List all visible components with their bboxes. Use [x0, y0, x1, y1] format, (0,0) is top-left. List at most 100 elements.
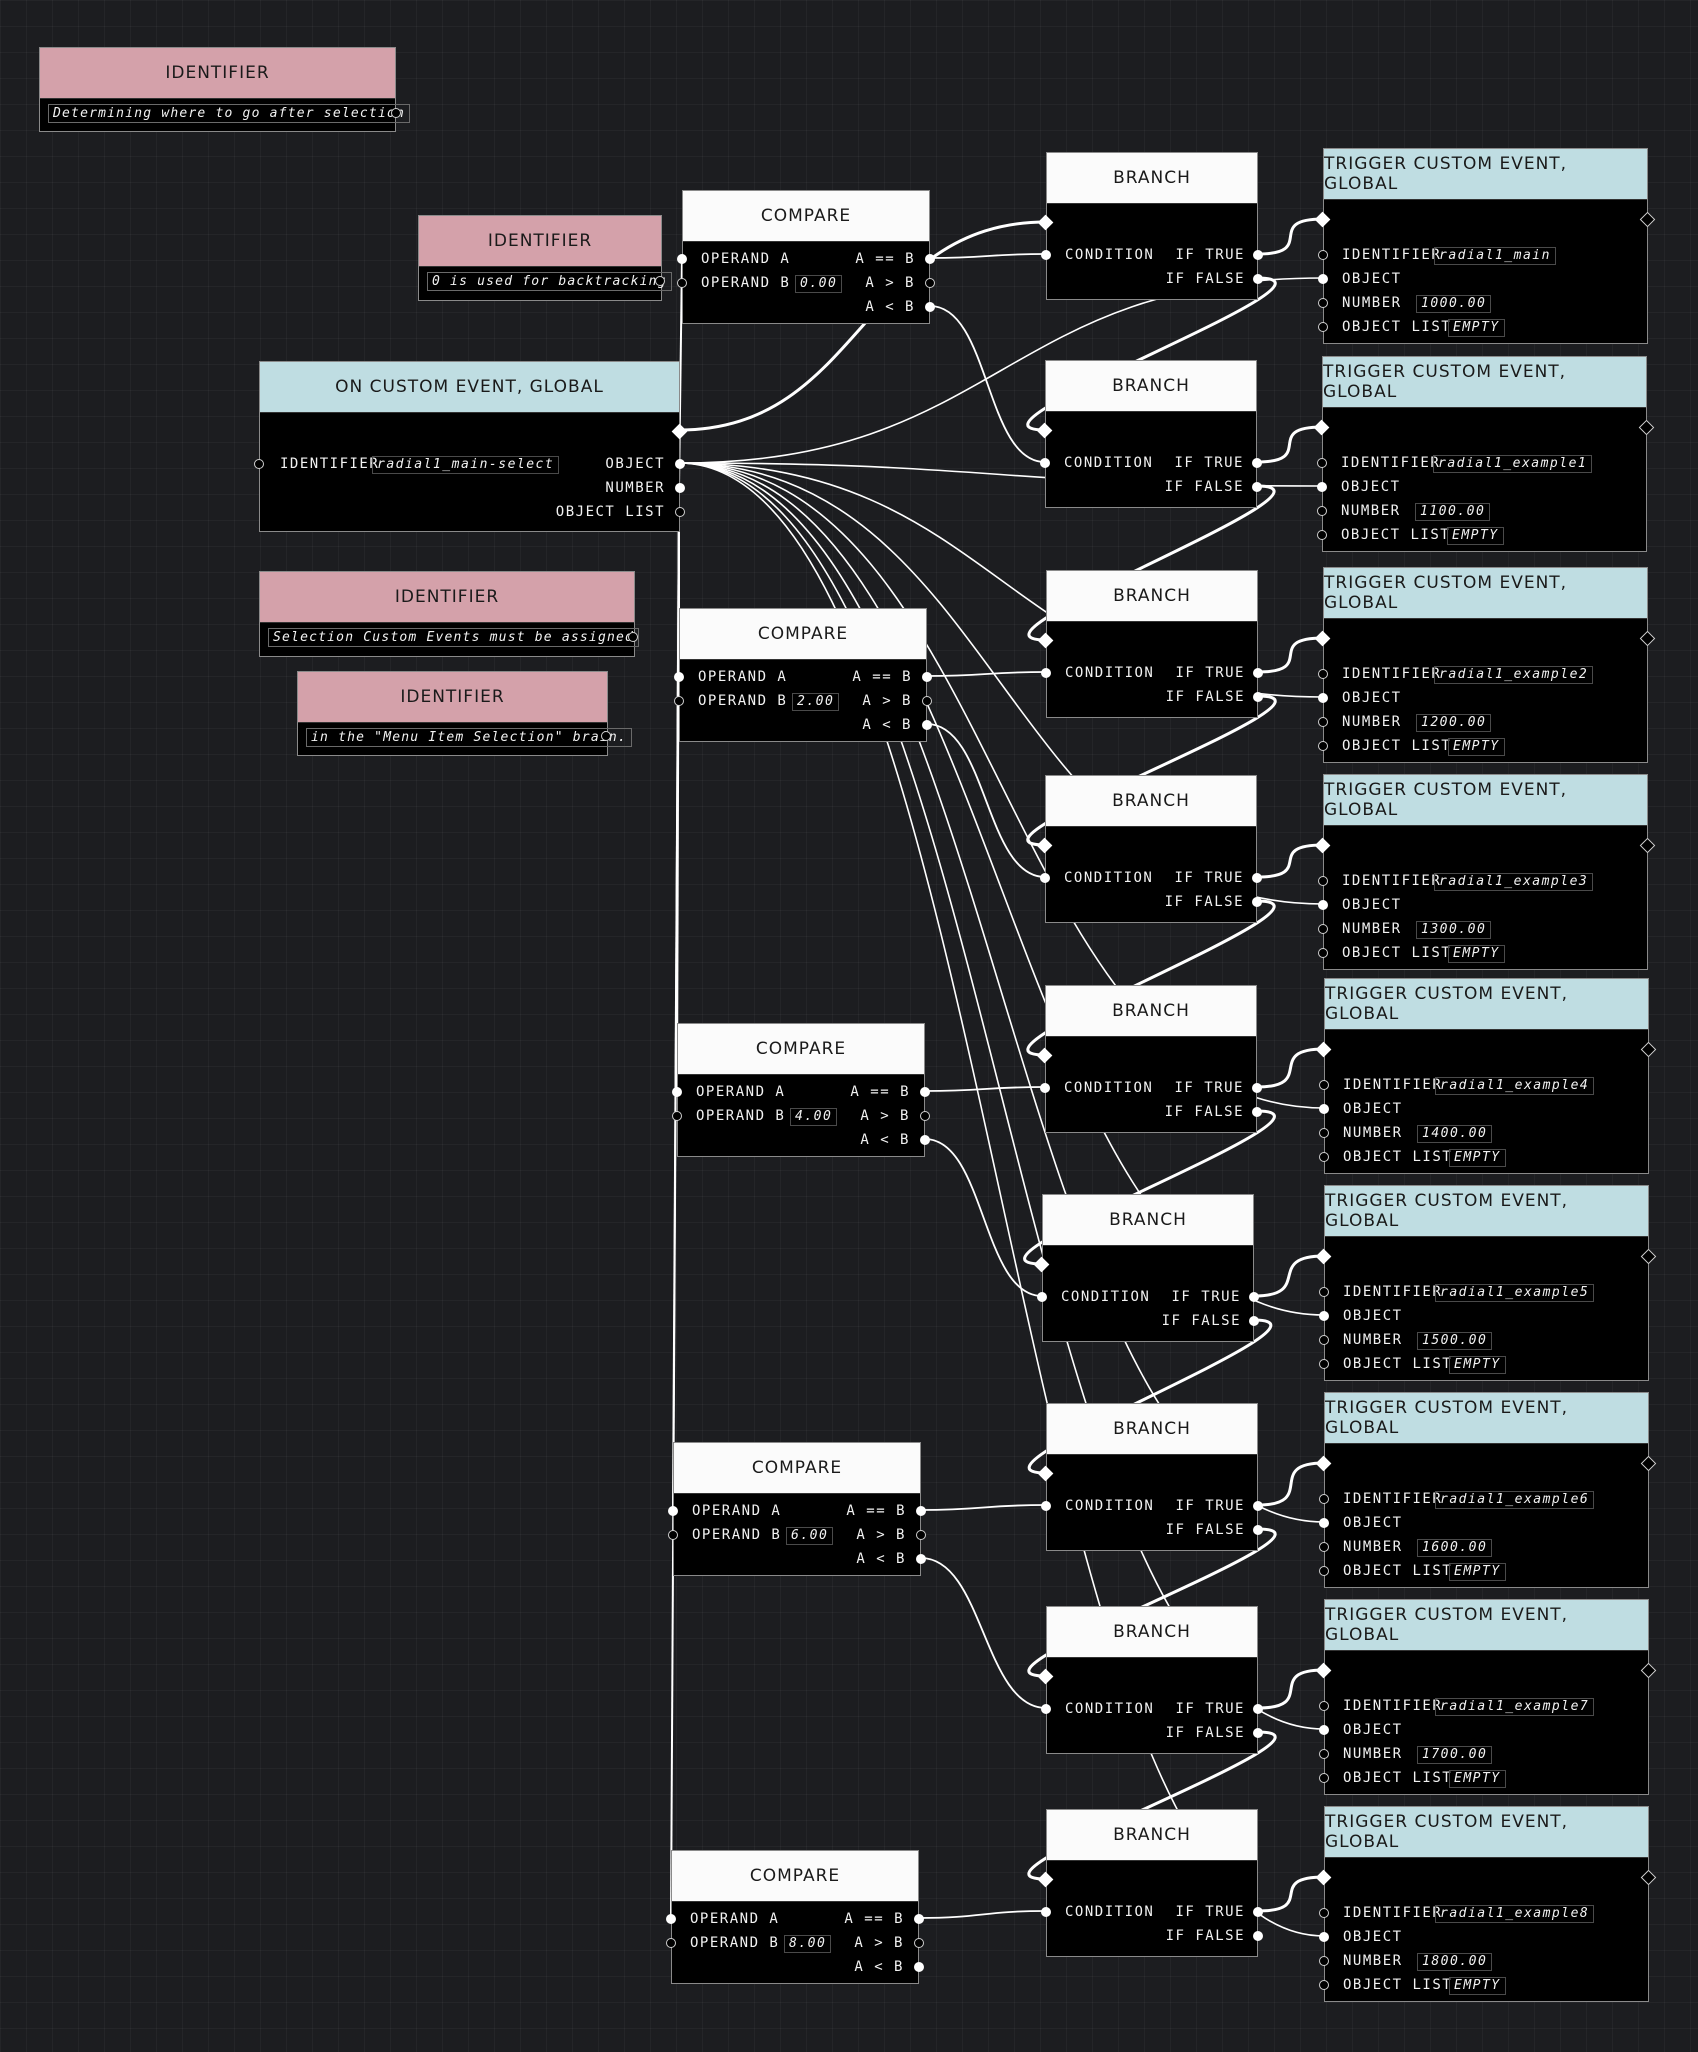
gt-output-port[interactable]	[916, 1530, 926, 1540]
object-list-input-port[interactable]	[1319, 1980, 1329, 1990]
object-list-output-port[interactable]	[675, 507, 685, 517]
condition-input-port[interactable]	[1037, 1292, 1047, 1302]
if-true-output-port[interactable]	[1249, 1292, 1259, 1302]
operand-a-input-port[interactable]	[674, 672, 684, 682]
lt-output-port[interactable]	[916, 1554, 926, 1564]
exec-input-port[interactable]	[1036, 837, 1053, 854]
number-value[interactable]: 1600.00	[1417, 1539, 1493, 1557]
number-input-port[interactable]	[1318, 298, 1328, 308]
identifier-note-text[interactable]: 0 is used for backtracking	[427, 272, 672, 291]
identifier-input-port[interactable]	[1318, 250, 1328, 260]
operand-b-input-port[interactable]	[668, 1530, 678, 1540]
identifier-value[interactable]: radial1_example7	[1435, 1698, 1595, 1716]
operand-b-value[interactable]: 8.00	[784, 1935, 832, 1953]
object-list-value[interactable]: EMPTY	[1449, 1977, 1506, 1995]
number-value[interactable]: 1500.00	[1417, 1332, 1493, 1350]
if-false-output-port[interactable]	[1252, 1107, 1262, 1117]
object-list-input-port[interactable]	[1318, 948, 1328, 958]
object-list-value[interactable]: EMPTY	[1449, 1563, 1506, 1581]
identifier-input-port[interactable]	[1319, 1701, 1329, 1711]
exec-input-port[interactable]	[1037, 1871, 1054, 1888]
exec-input-port[interactable]	[1037, 1465, 1054, 1482]
eq-output-port[interactable]	[920, 1087, 930, 1097]
number-value[interactable]: 1300.00	[1416, 921, 1492, 939]
exec-output-port[interactable]	[1640, 1455, 1657, 1472]
gt-output-port[interactable]	[925, 278, 935, 288]
lt-output-port[interactable]	[914, 1962, 924, 1972]
eq-output-port[interactable]	[925, 254, 935, 264]
exec-input-port[interactable]	[1036, 1047, 1053, 1064]
object-list-value[interactable]: EMPTY	[1449, 1356, 1506, 1374]
if-false-output-port[interactable]	[1249, 1316, 1259, 1326]
exec-input-port[interactable]	[1037, 1668, 1054, 1685]
number-value[interactable]: 1800.00	[1417, 1953, 1493, 1971]
number-input-port[interactable]	[1319, 1128, 1329, 1138]
on-custom-event-node[interactable]: ON CUSTOM EVENT, GLOBAL IDENTIFIER radia…	[254, 361, 688, 532]
object-output-port[interactable]	[675, 459, 685, 469]
exec-input-port[interactable]	[1315, 1248, 1332, 1265]
object-input-port[interactable]	[1319, 1104, 1329, 1114]
object-input-port[interactable]	[1319, 1932, 1329, 1942]
identifier-output-port[interactable]	[391, 108, 401, 118]
exec-output-port[interactable]	[1639, 837, 1656, 854]
identifier-value[interactable]: radial1_example3	[1434, 873, 1594, 891]
number-output-port[interactable]	[675, 483, 685, 493]
if-false-output-port[interactable]	[1253, 1728, 1263, 1738]
identifier-note-text[interactable]: Determining where to go after selection	[48, 104, 411, 123]
number-input-port[interactable]	[1319, 1749, 1329, 1759]
identifier-output-port[interactable]	[655, 276, 665, 286]
identifier-value[interactable]: radial1_example2	[1434, 666, 1594, 684]
number-value[interactable]: 1700.00	[1417, 1746, 1493, 1764]
identifier-value[interactable]: radial1_main	[1434, 247, 1556, 265]
identifier-input-port[interactable]	[1319, 1080, 1329, 1090]
operand-a-input-port[interactable]	[666, 1914, 676, 1924]
if-false-output-port[interactable]	[1253, 274, 1263, 284]
condition-input-port[interactable]	[1041, 1501, 1051, 1511]
object-list-value[interactable]: EMPTY	[1449, 1149, 1506, 1167]
identifier-value[interactable]: radial1_example6	[1435, 1491, 1595, 1509]
identifier-note-text[interactable]: in the "Menu Item Selection" brain.	[306, 728, 632, 747]
object-input-port[interactable]	[1318, 693, 1328, 703]
exec-input-port[interactable]	[1313, 419, 1330, 436]
exec-input-port[interactable]	[1314, 211, 1331, 228]
condition-input-port[interactable]	[1041, 1704, 1051, 1714]
if-true-output-port[interactable]	[1253, 1704, 1263, 1714]
identifier-input-port[interactable]	[1318, 669, 1328, 679]
lt-output-port[interactable]	[925, 302, 935, 312]
condition-input-port[interactable]	[1040, 1083, 1050, 1093]
exec-input-port[interactable]	[1315, 1662, 1332, 1679]
exec-input-port[interactable]	[1315, 1869, 1332, 1886]
identifier-note-text[interactable]: Selection Custom Events must be assigned	[268, 628, 640, 647]
operand-b-input-port[interactable]	[666, 1938, 676, 1948]
object-input-port[interactable]	[1318, 274, 1328, 284]
identifier-input-port[interactable]	[1319, 1494, 1329, 1504]
identifier-note-node[interactable]: IDENTIFIER Determining where to go after…	[39, 47, 411, 132]
object-list-input-port[interactable]	[1319, 1566, 1329, 1576]
identifier-note-node[interactable]: IDENTIFIER Selection Custom Events must …	[259, 571, 640, 657]
number-input-port[interactable]	[1317, 506, 1327, 516]
exec-output-port[interactable]	[1638, 419, 1655, 436]
exec-input-port[interactable]	[1033, 1256, 1050, 1273]
exec-input-port[interactable]	[1037, 214, 1054, 231]
object-list-value[interactable]: EMPTY	[1447, 527, 1504, 545]
operand-b-input-port[interactable]	[674, 696, 684, 706]
number-value[interactable]: 1200.00	[1416, 714, 1492, 732]
if-true-output-port[interactable]	[1253, 1501, 1263, 1511]
object-list-input-port[interactable]	[1317, 530, 1327, 540]
operand-b-value[interactable]: 4.00	[790, 1108, 838, 1126]
exec-output-port[interactable]	[1640, 1869, 1657, 1886]
